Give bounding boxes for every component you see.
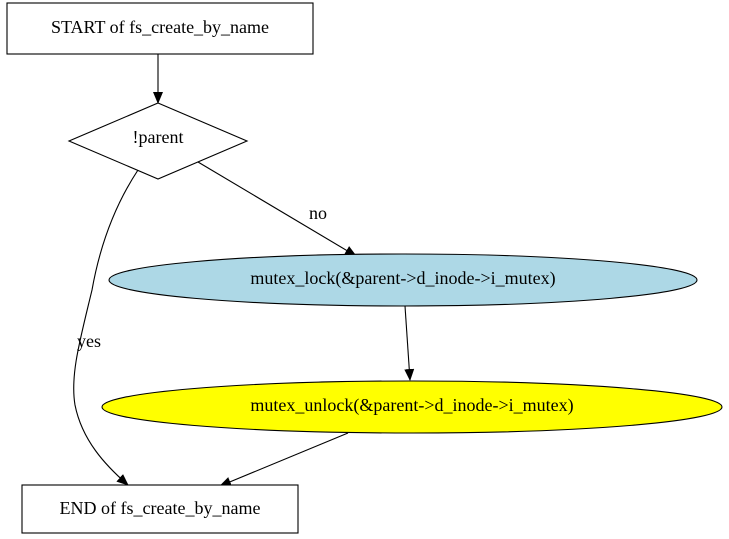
end-node bbox=[21, 484, 299, 534]
edge-label-yes: yes bbox=[77, 331, 101, 351]
start-node bbox=[6, 2, 314, 55]
decision-node bbox=[67, 102, 249, 180]
mutex-lock-node bbox=[108, 253, 698, 307]
end-node-label: END of fs_create_by_name bbox=[60, 498, 261, 518]
start-node-label: START of fs_create_by_name bbox=[51, 17, 269, 37]
mutex-unlock-node bbox=[101, 380, 723, 434]
mutex-lock-node-label: mutex_lock(&parent->d_inode->i_mutex) bbox=[250, 268, 555, 289]
mutex-unlock-node-label: mutex_unlock(&parent->d_inode->i_mutex) bbox=[250, 395, 573, 416]
edge-unlock-to-end bbox=[219, 432, 349, 487]
edge-label-no: no bbox=[309, 203, 327, 223]
edge-lock-to-unlock bbox=[404, 305, 415, 381]
edge-decision-to-end bbox=[73, 169, 139, 486]
decision-node-label: !parent bbox=[133, 127, 184, 147]
edge-decision-to-lock bbox=[197, 161, 357, 257]
